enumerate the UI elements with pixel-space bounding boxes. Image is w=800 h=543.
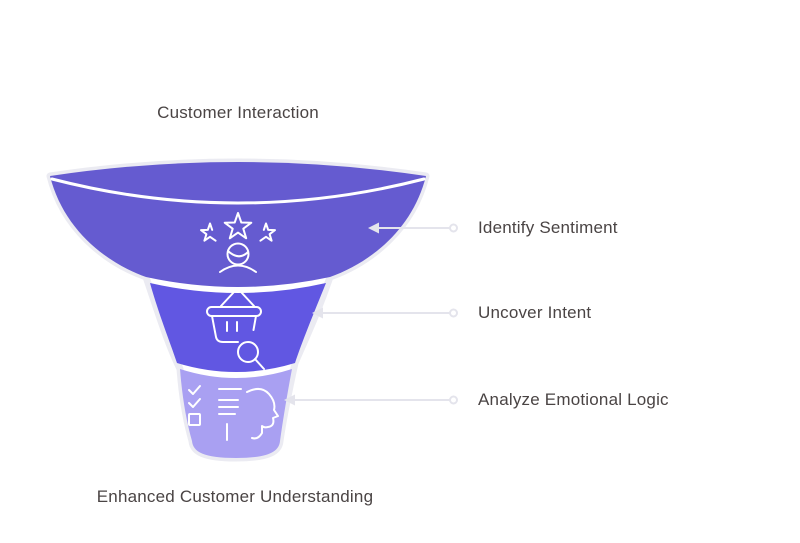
magnifier-handle-icon	[254, 358, 265, 370]
basket-slats-icon	[226, 321, 238, 332]
connector-arrowhead-icon	[368, 222, 379, 234]
basket-handle-icon	[220, 291, 255, 307]
person-shoulders-icon	[219, 264, 257, 273]
checkbox-square-icon	[188, 413, 201, 426]
star-right-icon	[259, 222, 276, 242]
star-left-icon	[200, 222, 217, 242]
connector-stage-1	[368, 222, 458, 234]
funnel-mouth-lip	[50, 177, 426, 205]
funnel-stage-1-band	[50, 162, 426, 287]
shopping-basket-search-icon	[206, 291, 265, 370]
star-center-icon	[223, 212, 253, 240]
head-profile-icon	[246, 388, 279, 440]
checkmark-2-icon	[188, 398, 201, 408]
connector-endpoint-dot	[449, 395, 458, 405]
magnifier-lens-icon	[237, 341, 259, 363]
connector-endpoint-dot	[449, 223, 458, 233]
connector-stage-2	[312, 307, 458, 319]
list-lines-icon	[218, 388, 242, 415]
connector-arrowhead-icon	[284, 394, 295, 406]
connector-endpoint-dot	[449, 308, 458, 318]
stage-label-uncover-intent: Uncover Intent	[478, 303, 592, 322]
connector-arrowhead-icon	[312, 307, 323, 319]
connector-stage-3	[284, 394, 458, 406]
basket-rim-icon	[206, 306, 262, 317]
person-head-curve	[227, 250, 249, 258]
funnel-top-title: Customer Interaction	[157, 103, 319, 122]
funnel-bottom-title: Enhanced Customer Understanding	[96, 487, 374, 506]
head-checklist-icon	[188, 385, 279, 441]
rating-stars-person-icon	[200, 212, 276, 273]
stage-label-analyze-emotional-logic: Analyze Emotional Logic	[478, 390, 669, 409]
checkmark-1-icon	[188, 385, 201, 395]
stage-label-identify-sentiment: Identify Sentiment	[478, 218, 618, 237]
basket-body-icon	[211, 315, 257, 343]
